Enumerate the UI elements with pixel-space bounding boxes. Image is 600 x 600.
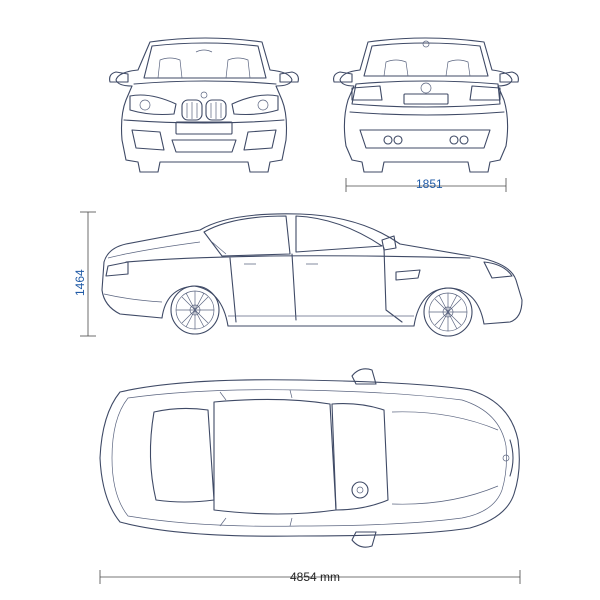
width-label: 1851: [416, 177, 443, 191]
front-view: [109, 37, 299, 173]
side-view: [101, 213, 523, 337]
length-dimension: 4854 mm: [99, 570, 521, 584]
height-label: 1464: [73, 269, 87, 296]
width-dimension: 1851: [345, 177, 507, 192]
length-label: 4854 mm: [290, 570, 340, 584]
rear-view: [333, 37, 519, 173]
height-dimension: 1464: [73, 211, 96, 337]
top-view: [99, 368, 520, 548]
